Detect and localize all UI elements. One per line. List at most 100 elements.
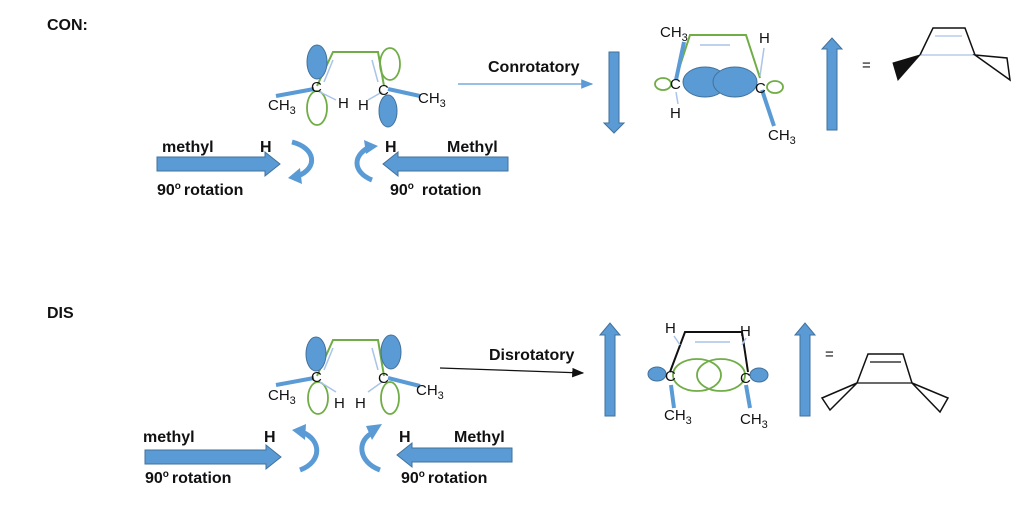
dis-ts-c-right: C	[740, 370, 751, 387]
dis-right-orbital-bottom	[380, 381, 400, 415]
dis-ts-h-left-bond	[673, 335, 681, 346]
dis-ts-ch3-left: CH3	[664, 407, 692, 427]
dis-ts-ch3-right: CH3	[740, 411, 768, 431]
con-ts-ch3-bottom-bond	[760, 89, 776, 127]
con-ts-small-orbital-left	[654, 77, 672, 91]
con-ts-ch3-top-bond	[674, 41, 686, 81]
dis-right-methyl-label: Methyl	[454, 429, 505, 446]
con-left-curved-arrowhead	[288, 168, 302, 184]
dis-reactant-c-right: C	[378, 370, 389, 387]
dis-label: DIS	[47, 305, 74, 322]
con-ts-h-bottom-bond	[675, 91, 679, 105]
dis-left-methyl-bond	[275, 376, 315, 387]
dis-right-methyl-bond	[387, 376, 421, 388]
dis-reactant-inner-bond	[371, 347, 379, 371]
con-down-arrow	[602, 51, 626, 134]
dis-ts-small-orbital-right	[749, 367, 769, 383]
dis-reactant: C C H H CH3 CH3	[268, 334, 444, 415]
dis-product-ring	[856, 353, 913, 384]
dis-left-methyl-label: methyl	[143, 429, 195, 446]
dis-ts-h-left: H	[665, 320, 676, 337]
dis-ts-orbital-right	[696, 358, 746, 392]
con-right-methyl-bond	[387, 87, 421, 98]
dis-reactant-c-left: C	[311, 369, 322, 386]
con-right-block-arrow	[382, 150, 509, 178]
con-product-wedge	[892, 54, 922, 82]
con-product-ring	[919, 27, 976, 56]
dis-mechanism-label: Disrotatory	[489, 347, 574, 364]
dis-ts-ring	[669, 331, 749, 373]
con-reactant-ch3-left: CH3	[268, 97, 296, 117]
dis-product-methyl-left	[820, 382, 858, 412]
dis-reactant-h-left: H	[334, 395, 345, 412]
con-reactant-inner-bond	[371, 59, 379, 83]
dis-up-arrow-left	[598, 322, 622, 417]
con-ts-small-orbital-right	[766, 80, 784, 94]
dis-left-curved-arrowhead	[292, 424, 306, 440]
dis-reactant-h-right: H	[355, 395, 366, 412]
con-ts-ch3-top: CH3	[660, 24, 688, 44]
con-ts-ring	[675, 34, 761, 79]
con-label: CON:	[47, 17, 88, 34]
dis-right-h-label: H	[399, 429, 411, 446]
con-ts-c-right: C	[755, 80, 766, 97]
con-left-methyl-bond	[275, 87, 315, 98]
con-right-orbital-top	[379, 47, 401, 81]
con-reactant-h-left: H	[338, 95, 349, 112]
con-reactant: C C H H CH3 CH3	[268, 44, 446, 128]
con-reactant-h-right: H	[358, 97, 369, 114]
con-reactant-ch3-right: CH3	[418, 90, 446, 110]
con-equals: =	[862, 57, 871, 74]
dis-left-block-arrow	[144, 443, 282, 471]
con-left-orbital-bottom	[306, 90, 328, 126]
dis-product-methyl-right	[911, 382, 950, 414]
con-left-h-label: H	[260, 139, 272, 156]
dis-ts-ch3-right-bond	[744, 384, 752, 409]
con-left-curved-arrow	[291, 139, 315, 179]
con-reactant-inner-bond	[323, 59, 334, 83]
con-mechanism-label: Conrotatory	[488, 59, 580, 76]
con-reactant-c-left: C	[311, 79, 322, 96]
dis-left-orbital-bottom	[307, 381, 329, 415]
dis-ts-ch3-left-bond	[669, 384, 676, 409]
dis-left-orbital-top	[305, 336, 327, 372]
dis-up-arrow-right	[793, 322, 817, 417]
dis-reactant-inner-bond	[323, 347, 334, 371]
dis-transition: C C H H CH3 CH3	[647, 320, 769, 431]
con-right-orbital-bottom	[378, 94, 398, 128]
con-right-h-label: H	[385, 139, 397, 156]
dis-left-h-label: H	[264, 429, 276, 446]
dis-left-h-bond	[319, 381, 337, 393]
con-ts-h-top: H	[759, 30, 770, 47]
dis-right-curved-arrow	[359, 429, 382, 473]
dis-ts-small-orbital-left	[647, 366, 667, 382]
dis-ts-h-right: H	[740, 323, 751, 340]
con-product-methyl-right	[972, 53, 1011, 82]
con-left-h-bond	[319, 91, 337, 101]
dis-product	[820, 353, 950, 414]
dis-reactant-ch3-right: CH3	[416, 382, 444, 402]
con-left-orbital-top	[306, 44, 328, 80]
dis-ts-c-left: C	[665, 368, 676, 385]
dis-right-orbital-top	[380, 334, 402, 370]
con-right-h-bond	[367, 91, 383, 101]
dis-ts-h-right-bond	[741, 337, 747, 346]
dis-equals: =	[825, 346, 834, 363]
con-reactant-c-right: C	[378, 82, 389, 99]
con-up-arrow	[820, 37, 844, 131]
con-product	[892, 27, 1011, 82]
dis-right-curved-arrowhead	[366, 424, 382, 440]
dis-reactant-ch3-left: CH3	[268, 387, 296, 407]
con-right-methyl-label: Methyl	[447, 139, 498, 156]
dis-right-h-bond	[367, 381, 383, 393]
dis-mechanism-arrow	[439, 367, 585, 378]
